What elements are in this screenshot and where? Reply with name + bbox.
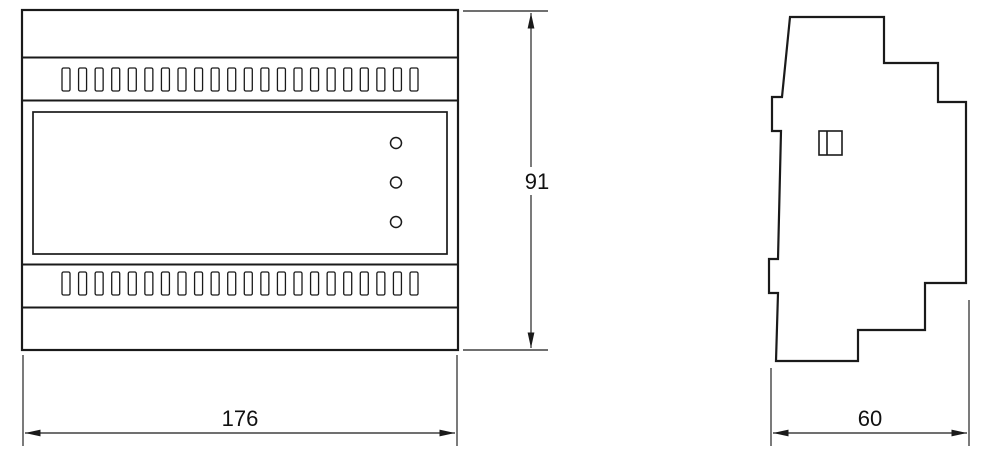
vent-slot	[193, 67, 204, 92]
vent-slot	[359, 67, 369, 92]
led-indicator	[389, 176, 403, 189]
vent-slot	[111, 67, 121, 92]
vent-slot	[160, 67, 171, 92]
vent-slot	[127, 67, 137, 92]
vent-slot	[210, 67, 220, 92]
vent-slot	[376, 271, 386, 296]
vent-slots-top-row	[61, 67, 419, 92]
side-view	[767, 15, 968, 363]
vent-slot	[276, 271, 287, 296]
din-clip-detail	[818, 130, 843, 156]
vent-slots-bottom-row	[61, 271, 419, 296]
vent-slot	[243, 271, 253, 296]
front-center-panel	[32, 111, 448, 255]
vent-slot	[227, 271, 237, 296]
dimension-height: 91	[463, 10, 556, 351]
vent-slot	[177, 67, 187, 92]
dimension-label-depth: 60	[858, 406, 882, 431]
vent-slot	[144, 67, 154, 92]
vent-slot	[260, 67, 270, 92]
led-indicator	[389, 215, 403, 229]
vent-slot	[61, 271, 71, 296]
vent-slot	[293, 271, 303, 296]
vent-slot	[392, 271, 403, 296]
vent-slot	[193, 271, 204, 296]
vent-slot	[77, 67, 88, 92]
dimension-label-width: 176	[222, 406, 259, 431]
vent-slot	[293, 67, 303, 92]
vent-slot	[376, 67, 386, 92]
vent-slot	[210, 271, 220, 296]
vent-slot	[227, 67, 237, 92]
dimension-width: 176	[22, 355, 458, 446]
vent-slot	[77, 271, 88, 296]
vent-slot	[309, 271, 320, 296]
vent-slot	[409, 271, 419, 296]
front-view	[20, 8, 460, 352]
vent-slot	[309, 67, 320, 92]
vent-slot	[127, 271, 137, 296]
vent-slot	[144, 271, 154, 296]
vent-slot	[177, 271, 187, 296]
vent-slot	[392, 67, 403, 92]
dimension-label-height: 91	[525, 169, 549, 194]
side-profile-outline	[767, 15, 968, 363]
vent-slot	[343, 67, 353, 92]
vent-slot	[326, 271, 336, 296]
led-indicator	[389, 136, 403, 150]
vent-slot	[343, 271, 353, 296]
vent-slot	[243, 67, 253, 92]
vent-slot	[94, 67, 104, 92]
vent-slot	[409, 67, 419, 92]
dimension-text-backing	[518, 167, 556, 195]
vent-slot	[276, 67, 287, 92]
vent-slot	[260, 271, 270, 296]
vent-slot	[111, 271, 121, 296]
vent-slot	[160, 271, 171, 296]
vent-slot	[61, 67, 71, 92]
dimension-depth: 60	[770, 300, 970, 446]
vent-slot	[359, 271, 369, 296]
vent-slot	[94, 271, 104, 296]
vent-slot	[326, 67, 336, 92]
led-indicators	[389, 136, 403, 229]
